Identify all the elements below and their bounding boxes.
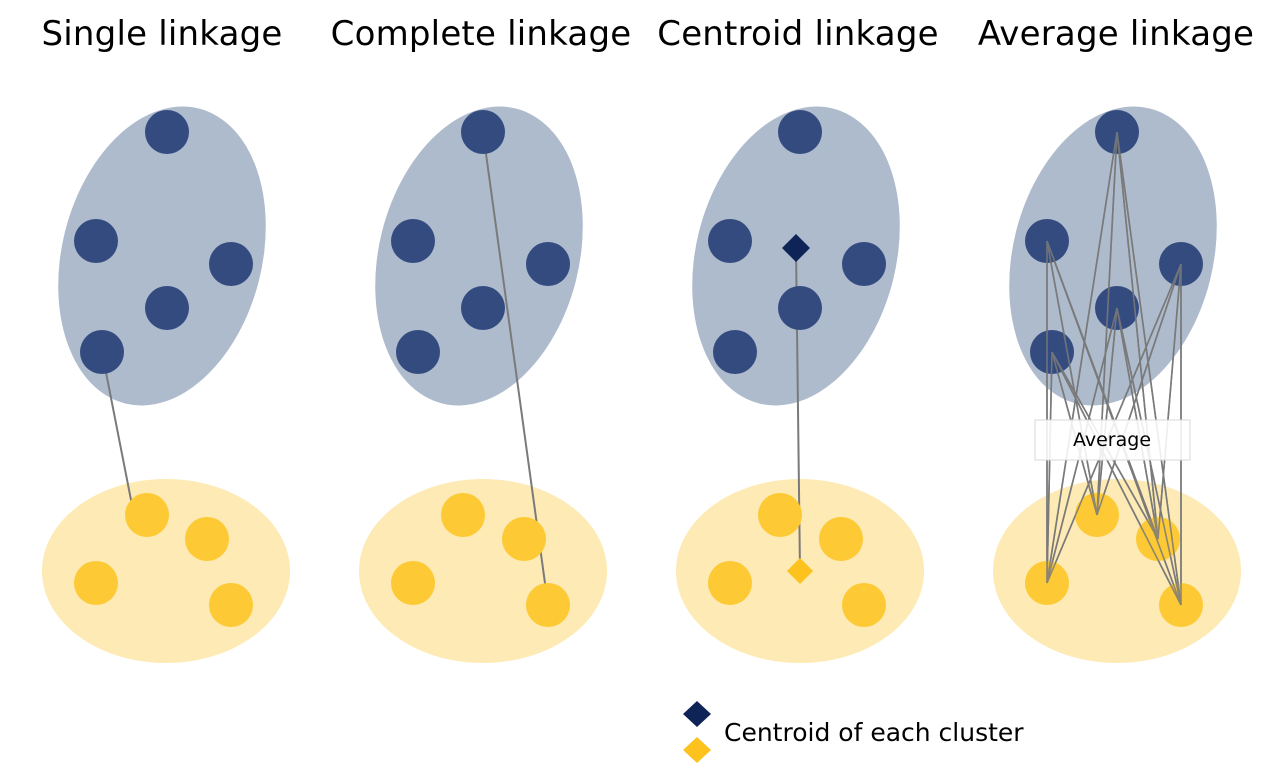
blue-point — [391, 219, 435, 263]
average-label-box — [1034, 419, 1191, 461]
yellow-point — [842, 583, 886, 627]
blue-point — [461, 110, 505, 154]
panel-single-linkage: Single linkage — [42, 14, 290, 663]
yellow-point — [391, 561, 435, 605]
legend-label: Centroid of each cluster — [724, 718, 1024, 747]
blue-cluster — [58, 106, 266, 406]
blue-cluster — [375, 106, 583, 406]
yellow-centroid-diamond — [787, 558, 813, 584]
panel-average-linkage: Average linkage Average — [978, 14, 1254, 663]
yellow-point — [441, 493, 485, 537]
panel-title-centroid-linkage: Centroid linkage — [657, 14, 938, 54]
panel-title-average-linkage: Average linkage — [978, 14, 1254, 54]
linkage-line — [101, 351, 133, 506]
linkage-line — [1157, 263, 1182, 540]
blue-cluster — [1009, 106, 1217, 406]
blue-point — [842, 242, 886, 286]
linkage-line — [1046, 131, 1118, 584]
blue-point — [74, 219, 118, 263]
panel-complete-linkage: Complete linkage — [331, 14, 632, 663]
blue-point — [145, 286, 189, 330]
blue-point — [778, 110, 822, 154]
blue-point — [145, 110, 189, 154]
average-label: Average — [1073, 429, 1151, 451]
yellow-point — [526, 583, 570, 627]
blue-point — [778, 286, 822, 330]
yellow-point — [74, 561, 118, 605]
linkage-line — [1046, 351, 1053, 584]
blue-point — [80, 330, 124, 374]
linkage-line — [1096, 307, 1118, 516]
blue-centroid-diamond — [782, 234, 810, 262]
panel-centroid-linkage: Centroid linkage — [657, 14, 939, 663]
linkage-line — [1046, 240, 1098, 516]
legend-blue-centroid-icon — [683, 701, 711, 727]
blue-point — [713, 330, 757, 374]
linkage-line — [1116, 131, 1182, 606]
yellow-point — [125, 493, 169, 537]
blue-point — [209, 242, 253, 286]
blue-point — [396, 330, 440, 374]
yellow-point — [209, 583, 253, 627]
legend: Centroid of each cluster — [683, 701, 1024, 763]
legend-yellow-centroid-icon — [683, 737, 711, 763]
yellow-point — [819, 517, 863, 561]
linkage-line — [1096, 263, 1182, 516]
panel-title-complete-linkage: Complete linkage — [331, 14, 632, 54]
yellow-point — [708, 561, 752, 605]
yellow-point — [185, 517, 229, 561]
blue-point — [461, 286, 505, 330]
yellow-point — [758, 493, 802, 537]
yellow-point — [502, 517, 546, 561]
linkage-line — [1116, 131, 1159, 540]
blue-point — [526, 242, 570, 286]
panel-title-single-linkage: Single linkage — [42, 14, 283, 54]
linkage-line — [1051, 351, 1182, 606]
blue-point — [708, 219, 752, 263]
